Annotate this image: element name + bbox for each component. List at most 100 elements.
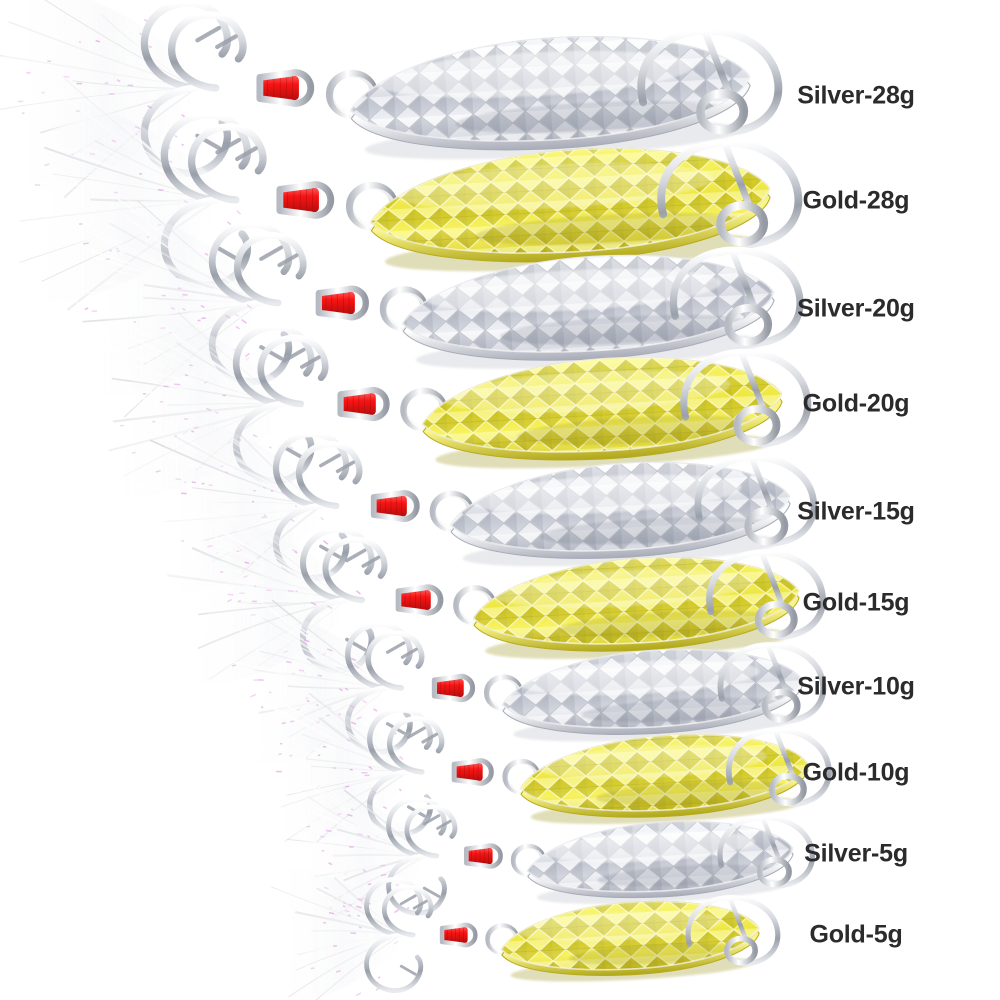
feather-fleck <box>189 364 193 367</box>
feather-fleck <box>174 134 178 138</box>
hook-barb <box>335 460 356 474</box>
feather-fleck <box>350 721 357 725</box>
feather-fleck <box>278 752 282 756</box>
feather-fleck <box>170 307 175 310</box>
snap-clip-group <box>680 348 812 447</box>
hook-bend <box>208 221 293 307</box>
hook-barb <box>422 814 441 826</box>
feather-fleck <box>326 605 333 610</box>
hook-barb <box>215 137 242 155</box>
eyelet-loop <box>395 584 444 616</box>
feather-fleck <box>139 172 143 175</box>
feather-fleck <box>310 601 317 606</box>
feather-fleck <box>349 768 353 771</box>
feather-fleck <box>355 590 361 595</box>
hook-eyelet <box>431 673 476 703</box>
snap-clip-latch <box>760 815 782 864</box>
snap-clip-ring <box>716 201 769 247</box>
feather-fleck <box>268 446 272 449</box>
spoon-rim-highlight <box>349 35 751 142</box>
feather-fleck <box>350 808 354 811</box>
feather-fleck <box>109 93 115 95</box>
feather-fleck <box>261 516 268 519</box>
feather-fleck <box>380 873 387 877</box>
hook-eyelet <box>370 490 420 522</box>
feather-fleck <box>76 82 83 85</box>
snap-clip-group <box>694 454 818 547</box>
red-thread-wrap <box>375 495 407 517</box>
feather-fleck <box>214 411 219 415</box>
feather-fleck <box>371 793 375 797</box>
hook-barb <box>235 146 258 162</box>
snap-clip-bow <box>685 895 781 967</box>
feather-fleck <box>362 869 367 873</box>
snap-clip-ring <box>756 856 792 888</box>
feather-fleck <box>353 664 360 669</box>
hook-barb <box>385 641 406 654</box>
hook-assembly-gold-5g <box>256 834 478 1000</box>
red-thread-wrap <box>443 927 468 943</box>
feather-fleck <box>251 600 257 603</box>
spoon-rim-highlight <box>501 648 803 729</box>
feather-fleck <box>206 407 212 411</box>
snap-clip-latch <box>721 140 754 211</box>
wire-snap-clip <box>669 246 804 347</box>
feather-fleck <box>197 319 201 322</box>
feather-fleck <box>224 471 229 474</box>
feather-fleck <box>361 772 368 774</box>
hook-bend <box>364 932 424 994</box>
feather-fleck <box>395 883 399 887</box>
feather-fleck <box>84 307 89 311</box>
feather-fleck <box>183 418 189 420</box>
feather-fleck <box>246 304 252 309</box>
hook-eyelet <box>276 181 335 219</box>
feather-fleck <box>157 188 164 192</box>
hook-barb <box>421 732 439 744</box>
hook-bend <box>382 884 434 938</box>
feather-fleck <box>142 392 147 395</box>
feather-fleck <box>181 307 186 311</box>
feather-fleck <box>204 252 209 256</box>
snap-clip-bow <box>706 549 826 640</box>
feather-fleck <box>266 589 272 592</box>
hook-eyelet <box>439 922 478 948</box>
feather-fleck <box>398 788 402 792</box>
feather-fleck <box>41 91 45 94</box>
feather-fleck <box>134 125 141 130</box>
feather-fleck <box>174 383 181 386</box>
feather-fleck <box>251 500 255 503</box>
feather-fleck <box>276 770 282 773</box>
feather-fleck <box>127 84 134 87</box>
feather-fleck <box>362 699 368 704</box>
feather-fleck <box>148 45 153 49</box>
feather-fleck <box>104 82 109 84</box>
variant-label-silver-10g: Silver-10g <box>797 672 915 701</box>
feather-fleck <box>244 561 250 564</box>
feather-fleck <box>304 632 309 635</box>
variant-label-silver-28g: Silver-28g <box>797 81 915 110</box>
hook-barb <box>399 894 417 906</box>
feather-fleck <box>357 914 361 917</box>
hook-bend <box>404 804 458 859</box>
hook-bend <box>365 630 425 691</box>
feather-fleck <box>290 518 295 523</box>
feather-fleck <box>269 691 272 694</box>
feather-fleck <box>147 105 153 109</box>
hook-barb <box>300 355 321 369</box>
hook-bend <box>364 876 424 938</box>
feather-fleck <box>399 755 404 760</box>
spoon-highlight <box>542 831 756 863</box>
feather-fleck <box>346 739 352 742</box>
feather-fleck <box>252 434 258 438</box>
feather-fleck <box>357 897 363 902</box>
eyelet-loop <box>276 181 335 219</box>
feather-fleck <box>295 590 298 592</box>
feather-fleck <box>47 60 52 63</box>
hook-bend <box>140 0 232 92</box>
eyelet-loop <box>315 285 369 321</box>
hook-barb <box>282 445 306 461</box>
feather-fleck <box>287 590 294 593</box>
